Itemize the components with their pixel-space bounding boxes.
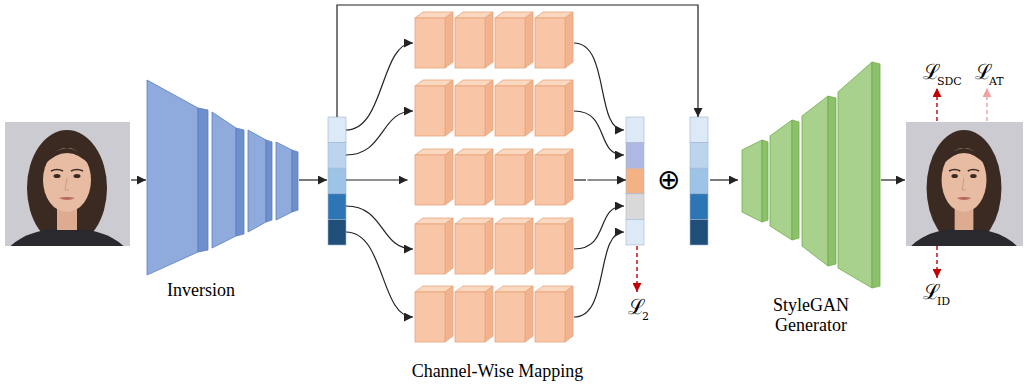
skip-code-vector-part xyxy=(690,168,708,194)
mapping-blocks-part xyxy=(455,80,493,136)
mapping-blocks-part xyxy=(455,286,493,342)
stylegan-generator-part xyxy=(828,96,836,266)
flow-arrows-part xyxy=(346,111,413,155)
latent-code-vector-part xyxy=(328,117,346,143)
flow-arrows-part xyxy=(574,179,586,180)
mapping-blocks-part xyxy=(535,149,573,205)
inversion-encoder-part xyxy=(248,130,266,232)
inversion-encoder-part xyxy=(198,108,208,252)
loss-arrows xyxy=(637,88,987,292)
mapping-blocks-part xyxy=(495,149,533,205)
skip-code-vector xyxy=(690,117,708,245)
flow-arrows-part xyxy=(574,43,624,130)
encoder-block: Inversion xyxy=(145,117,346,301)
stylegan-generator-part xyxy=(770,120,792,240)
input-face-image xyxy=(3,122,131,296)
generator-block: StyleGAN Generator xyxy=(738,60,884,336)
mapped-code-vector-part xyxy=(626,219,644,245)
inversion-encoder-part xyxy=(276,142,292,220)
output-face-image-part xyxy=(904,122,1024,296)
inversion-encoder-part xyxy=(212,112,236,248)
stylegan-generator-part xyxy=(802,96,828,266)
node-label: Inversion xyxy=(167,280,235,301)
mapping-block: Channel-Wise Mapping xyxy=(408,10,588,382)
mapping-blocks-part xyxy=(495,12,533,68)
skip-code-vector-part xyxy=(690,219,708,245)
mapping-blocks-part xyxy=(535,286,573,342)
mapping-blocks-part xyxy=(415,286,453,342)
mapping-blocks-part xyxy=(415,12,453,68)
mapping-blocks-part xyxy=(495,80,533,136)
inversion-encoder-part xyxy=(266,140,272,222)
mapped-code-vector-part xyxy=(626,143,644,169)
stylegan-generator-part xyxy=(792,120,799,240)
stylegan-generator-part xyxy=(838,62,872,288)
mapping-blocks-part xyxy=(455,149,493,205)
mapped-code-vector-part xyxy=(626,168,644,194)
flow-arrows-part xyxy=(881,179,905,180)
flow-connector xyxy=(587,179,626,180)
mapped-code-vector xyxy=(626,117,644,245)
loss-subscript: SDC xyxy=(937,76,962,87)
input-face-image-part xyxy=(3,122,131,296)
skip-code-vector-part xyxy=(690,143,708,169)
flow-arrows-part xyxy=(131,179,146,180)
mapping-blocks-part xyxy=(455,218,493,274)
skip-code-vector-part xyxy=(690,194,708,220)
loss-subscript: 2 xyxy=(642,311,649,322)
loss-subscript: AT xyxy=(989,76,1004,87)
flow-connector xyxy=(337,5,698,117)
stylegan-generator-part xyxy=(762,140,768,222)
flow-arrows-part xyxy=(574,206,624,249)
mapping-blocks-part xyxy=(535,12,573,68)
flow-arrows-part xyxy=(574,232,624,317)
node-label: StyleGAN Generator xyxy=(761,295,861,336)
latent-code-vector-part xyxy=(328,143,346,169)
loss-arrows-part xyxy=(936,246,937,278)
mapped-code-vector-part xyxy=(626,117,644,143)
mapped-code-vector-part xyxy=(626,194,644,220)
mapping-blocks-part xyxy=(415,149,453,205)
inversion-encoder-part xyxy=(236,128,244,236)
latent-code-vector-part xyxy=(328,168,346,194)
loss-subscript: ID xyxy=(937,296,950,307)
skip-code-vector-part xyxy=(690,117,708,143)
flow-arrows-part xyxy=(299,179,327,180)
loss-arrows-part xyxy=(636,246,637,292)
loss-arrows-part xyxy=(986,88,987,121)
stylegan-generator-part xyxy=(742,140,762,222)
flow-connector xyxy=(710,179,738,180)
inversion-encoder xyxy=(147,80,298,275)
mapping-blocks xyxy=(415,12,573,342)
inversion-encoder-part xyxy=(147,80,198,275)
latent-code-vector xyxy=(328,117,346,245)
sum-operator: ⊕ xyxy=(626,117,710,245)
flow-arrows-part xyxy=(574,111,624,155)
flow-arrows-part xyxy=(346,43,413,130)
output-face-image xyxy=(904,122,1024,296)
mapping-blocks-part xyxy=(495,286,533,342)
latent-code-vector-part xyxy=(328,194,346,220)
flow-arrows xyxy=(131,43,905,317)
stylegan-generator xyxy=(742,62,880,288)
mapping-blocks-part xyxy=(535,80,573,136)
mapping-blocks-part xyxy=(495,218,533,274)
loss-arrows-part xyxy=(936,88,937,121)
mapping-blocks-part xyxy=(535,218,573,274)
mapping-blocks-part xyxy=(415,218,453,274)
flow-connector xyxy=(346,179,408,180)
flow-arrows-part xyxy=(346,206,413,249)
inversion-encoder-part xyxy=(292,150,298,212)
node-label: Channel-Wise Mapping xyxy=(412,361,584,382)
mapping-blocks-part xyxy=(455,12,493,68)
node-label: ⊕ xyxy=(657,164,680,196)
flow-arrows-part xyxy=(346,232,413,317)
mapping-blocks-part xyxy=(415,80,453,136)
latent-code-vector-part xyxy=(328,219,346,245)
stylegan-generator-part xyxy=(872,62,880,288)
